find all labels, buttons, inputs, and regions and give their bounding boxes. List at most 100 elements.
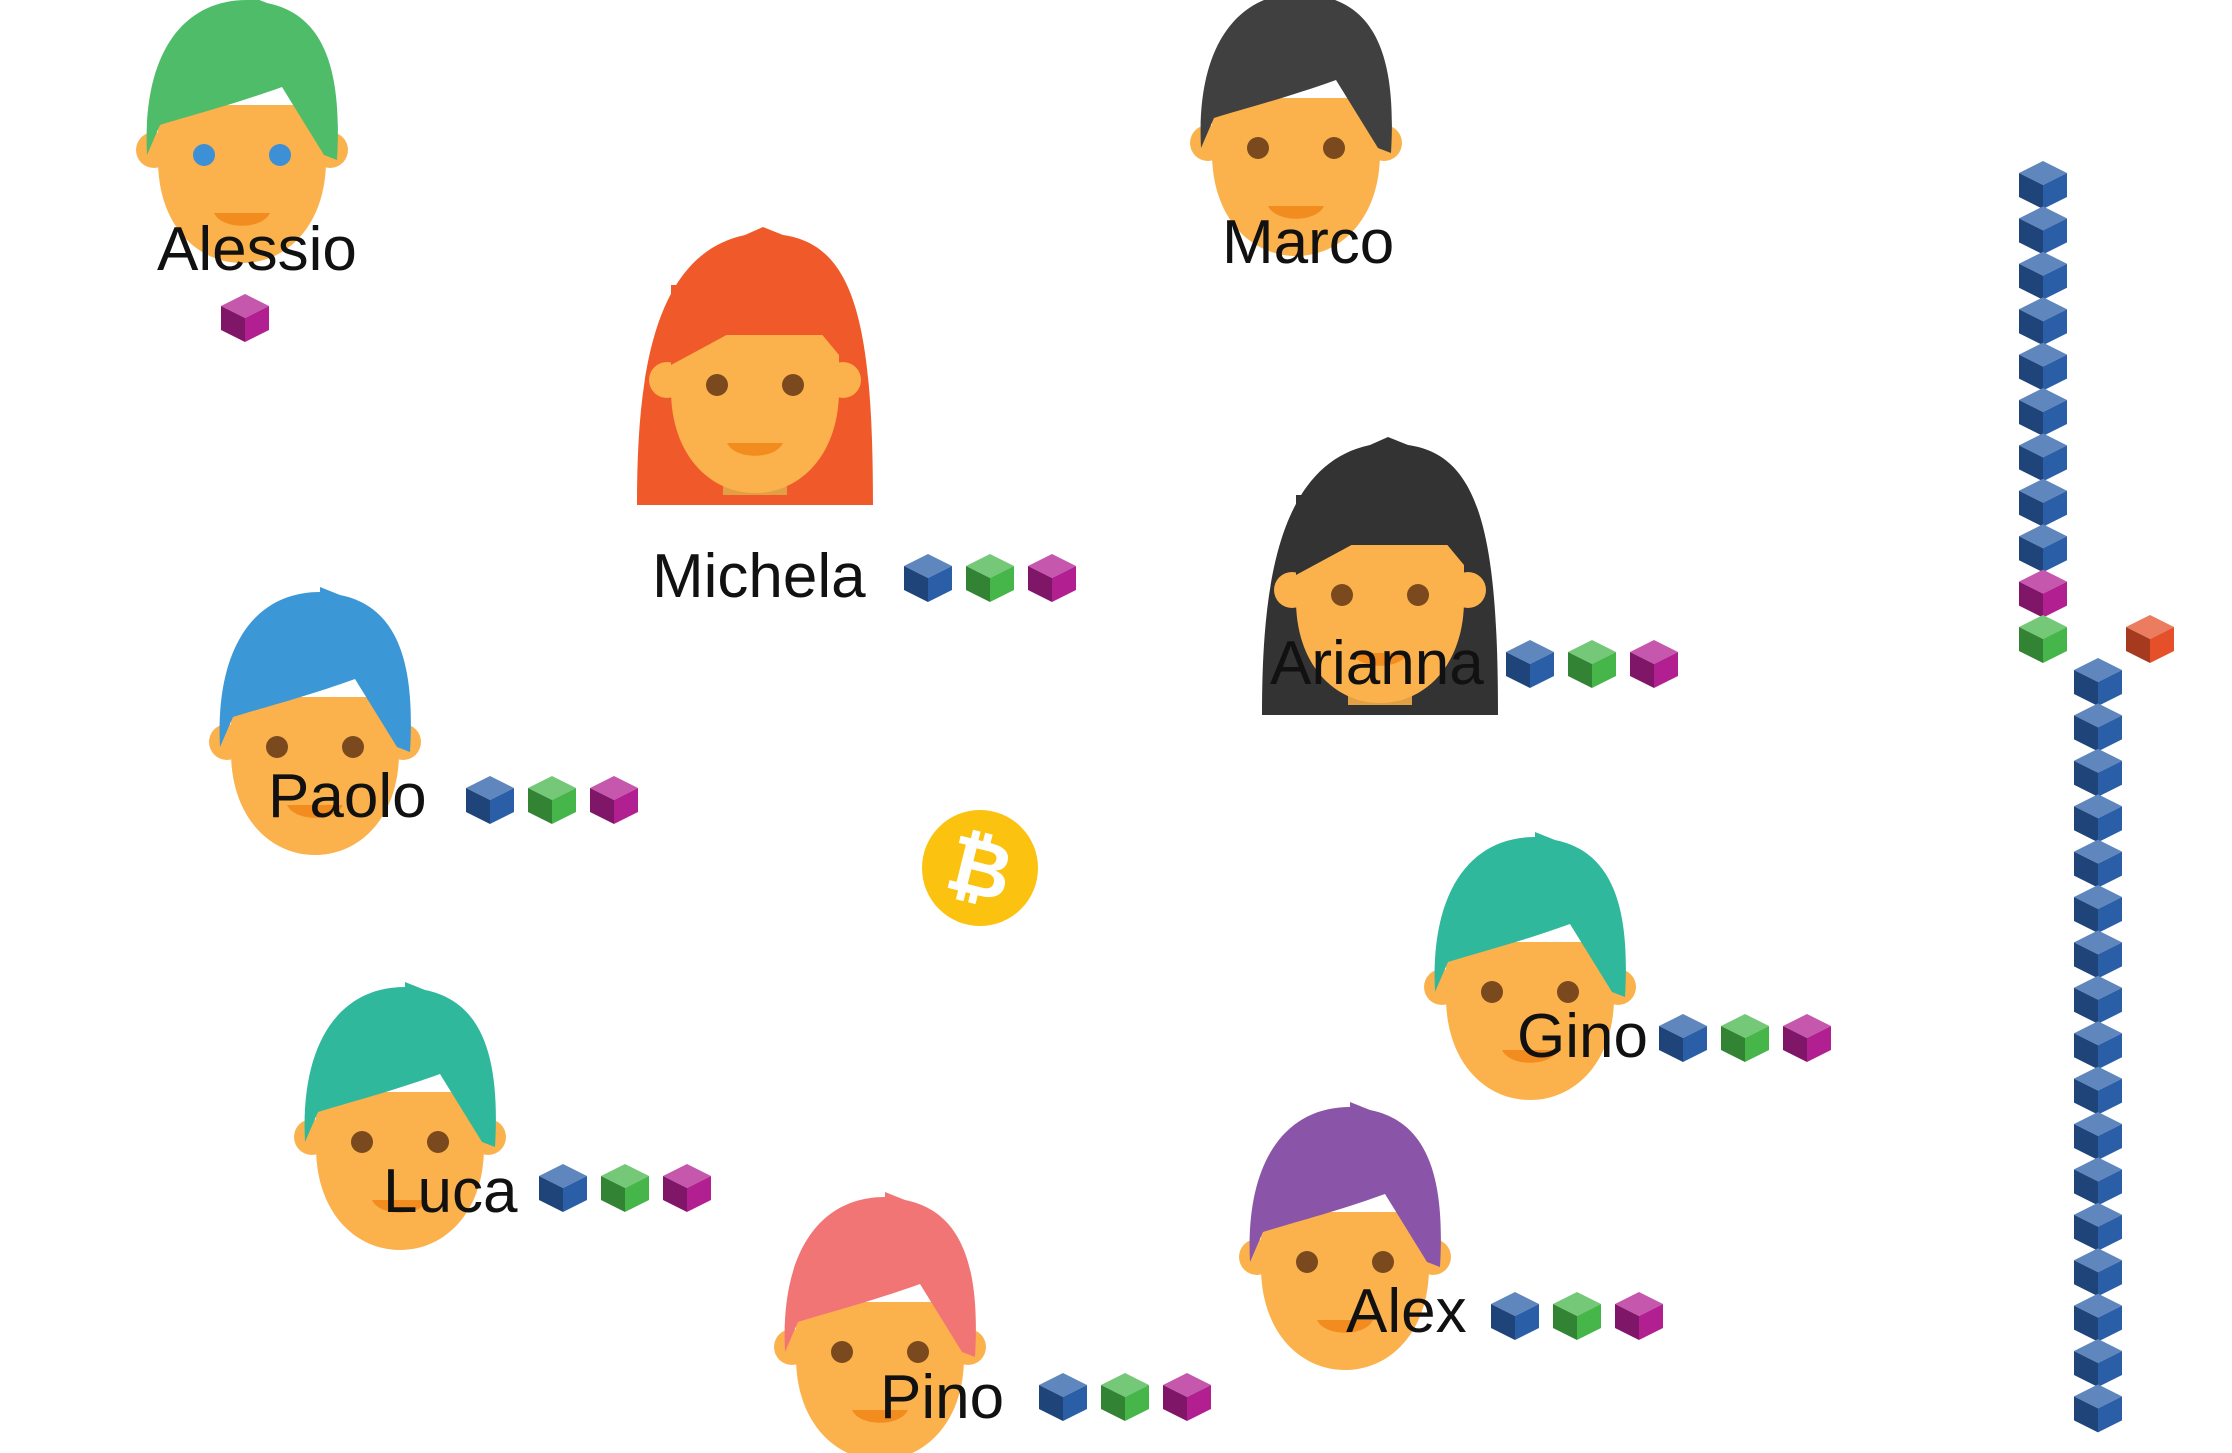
chain-block-blue — [2074, 658, 2122, 706]
eye — [1407, 584, 1429, 606]
block-blue — [466, 776, 514, 824]
person-name-arianna: Arianna — [1270, 629, 1484, 698]
eye — [1372, 1251, 1394, 1273]
person-pino: Pino — [774, 1192, 1211, 1453]
face — [1296, 545, 1464, 703]
person-alex: Alex — [1239, 1102, 1663, 1370]
face — [316, 1092, 484, 1250]
person-name-alex: Alex — [1346, 1277, 1467, 1346]
chain-block-blue — [2074, 1248, 2122, 1297]
person-name-pino: Pino — [880, 1363, 1004, 1432]
chain-block-blue — [2074, 748, 2122, 797]
eye — [351, 1131, 373, 1153]
chain-block-blue — [2074, 975, 2122, 1024]
block-blue — [904, 554, 952, 602]
mouth — [1352, 653, 1408, 666]
chain-block-blue — [2074, 839, 2122, 888]
people-layer: Alessio MarcoMichelaAriannaPaoloGinoLucaA… — [136, 0, 1831, 1453]
chain-block-blue — [2074, 1339, 2122, 1387]
chain-block-blue — [2019, 342, 2067, 391]
chain-block-blue — [2074, 794, 2122, 843]
eye — [269, 144, 291, 166]
eye — [706, 374, 728, 396]
eye — [266, 736, 288, 758]
face — [671, 335, 839, 493]
block-green — [1721, 1014, 1769, 1062]
person-arianna: Arianna — [1262, 437, 1678, 715]
block-blue — [1659, 1014, 1707, 1062]
eye — [831, 1341, 853, 1363]
chain-block-blue — [2074, 1112, 2122, 1160]
block-blue — [1491, 1292, 1539, 1340]
chain-block-blue — [2074, 703, 2122, 752]
block-magenta — [1163, 1373, 1211, 1421]
block-magenta — [221, 294, 269, 342]
block-blue — [539, 1164, 587, 1212]
eye — [1296, 1251, 1318, 1273]
face — [158, 105, 326, 263]
face — [1446, 942, 1614, 1100]
person-name-luca: Luca — [383, 1157, 518, 1226]
person-michela: Michela — [637, 227, 1076, 611]
person-gino: Gino — [1424, 832, 1831, 1100]
eye — [1481, 981, 1503, 1003]
mouth — [1317, 1320, 1373, 1333]
chain-block-blue — [2019, 297, 2067, 346]
person-marco: Marco — [1190, 0, 1402, 277]
chain-block-blue — [2074, 1157, 2122, 1206]
blockchain — [2019, 161, 2174, 1433]
eye — [342, 736, 364, 758]
chain-block-blue — [2074, 1384, 2122, 1433]
block-green — [1568, 640, 1616, 688]
block-magenta — [1630, 640, 1678, 688]
mouth — [287, 805, 343, 818]
block-magenta — [1615, 1292, 1663, 1340]
person-name-marco: Marco — [1222, 208, 1394, 277]
block-magenta — [1783, 1014, 1831, 1062]
chain-block-blue — [2074, 1202, 2122, 1251]
chain-block-red — [2126, 615, 2174, 663]
chain-block-blue — [2019, 388, 2067, 436]
eye — [782, 374, 804, 396]
chain-block-green — [2019, 615, 2067, 663]
eye — [907, 1341, 929, 1363]
eye — [1557, 981, 1579, 1003]
block-green — [966, 554, 1014, 602]
eye — [427, 1131, 449, 1153]
block-green — [1101, 1373, 1149, 1421]
face — [231, 697, 399, 855]
mouth — [1268, 206, 1324, 219]
person-name-alessio: Alessio — [157, 215, 357, 284]
mouth — [1502, 1050, 1558, 1063]
mouth — [727, 443, 783, 456]
face — [1212, 98, 1380, 256]
mouth — [214, 213, 270, 226]
person-luca: Luca — [294, 982, 711, 1250]
chain-block-blue — [2019, 524, 2067, 573]
chain-block-blue — [2074, 885, 2122, 933]
chain-block-blue — [2019, 206, 2067, 255]
chain-block-blue — [2074, 1021, 2122, 1070]
person-name-michela: Michela — [652, 542, 866, 611]
chain-block-blue — [2019, 478, 2067, 527]
block-green — [528, 776, 576, 824]
bitcoin-icon: ₿ — [922, 810, 1038, 926]
chain-block-blue — [2019, 433, 2067, 482]
chain-block-blue — [2019, 251, 2067, 300]
chain-block-blue — [2019, 161, 2067, 209]
chain-block-blue — [2074, 930, 2122, 979]
person-name-paolo: Paolo — [268, 762, 427, 831]
block-green — [601, 1164, 649, 1212]
eye — [1323, 137, 1345, 159]
eye — [1331, 584, 1353, 606]
person-paolo: Paolo — [209, 587, 638, 855]
block-green — [1553, 1292, 1601, 1340]
face — [796, 1302, 964, 1453]
block-magenta — [663, 1164, 711, 1212]
block-magenta — [1028, 554, 1076, 602]
chain-block-blue — [2074, 1293, 2122, 1342]
eye — [1247, 137, 1269, 159]
face — [1261, 1212, 1429, 1370]
chain-block-magenta — [2019, 569, 2067, 618]
